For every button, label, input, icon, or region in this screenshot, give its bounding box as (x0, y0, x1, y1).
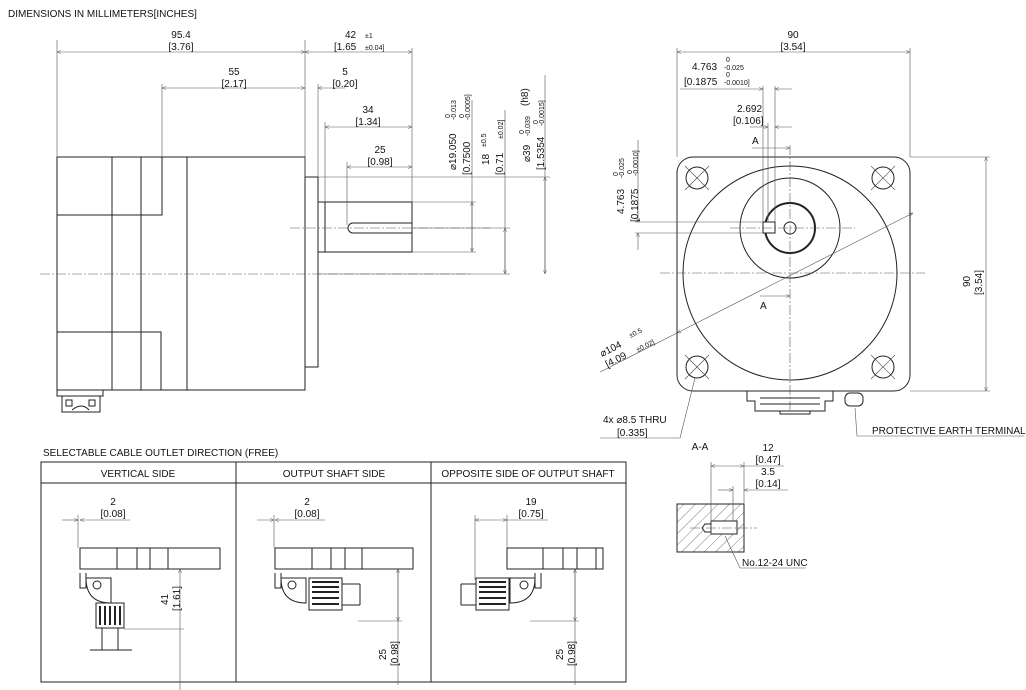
dim-overall-length-in: [3.76] (168, 42, 193, 53)
fit-class: (h8) (520, 88, 531, 106)
dim-bolt-circle: ⌀104 ±0.5 [4.09 ±0.02] (598, 327, 656, 370)
dim-depth-in: [0.47] (755, 455, 780, 466)
dim-text: 25 (378, 648, 389, 660)
dim-offset-in: [0.08] (100, 509, 125, 520)
tolerance: ±1 (365, 33, 373, 40)
dim-counterbore: 3.5 (761, 467, 775, 478)
dim-key-height: 4.763 0 -0.025 [0.1875 0 -0.0010] (613, 150, 641, 222)
dim-key-length-in: [0.98] (367, 157, 392, 168)
tolerance: ±0.5 (628, 327, 643, 339)
dim-drop: 25 [0.98] (555, 641, 578, 666)
mounting-holes (684, 165, 896, 380)
dim-width-in: [3.54] (780, 42, 805, 53)
tolerance: -0.0010] (724, 80, 750, 87)
tolerance: -0.0005] (465, 94, 472, 120)
dim-shaft-length-in: [1.65 (334, 42, 357, 53)
dim-height: 90 [3.54] (962, 270, 985, 295)
dim-key-width: 4.763 (692, 62, 717, 73)
cable-output-shaft-side-drawing: 2 [0.08] 25 [0.98] (257, 497, 414, 685)
dim-offset: 19 (525, 497, 537, 508)
dim-depth: 12 (762, 443, 774, 454)
tolerance: -0.025 (619, 158, 626, 178)
drawing-title: DIMENSIONS IN MILLIMETERS[INCHES] (8, 9, 197, 20)
dim-flange-in: [0.20] (332, 79, 357, 90)
column-header: VERTICAL SIDE (101, 469, 176, 480)
dim-text-in: [1.5354 (536, 136, 547, 170)
tolerance: 0 (519, 130, 526, 134)
dim-text-in: [1.61] (172, 586, 183, 611)
tolerance: -0.013 (451, 100, 458, 120)
connector-side (56, 389, 104, 413)
holes-note: 4x ⌀8.5 THRU (603, 415, 667, 426)
tolerance: -0.0010] (633, 150, 640, 176)
dim-text: 4.763 (616, 189, 627, 214)
dim-text: ⌀19.050 (448, 133, 459, 170)
tolerance: 0 (627, 170, 634, 174)
dim-text-in: [0.98] (567, 641, 578, 666)
tolerance: ±0.02] (498, 120, 505, 139)
dim-shaft-usable: 34 (362, 105, 374, 116)
dim-text-in: [0.1875 (630, 188, 641, 222)
dim-offset: 2 (110, 497, 116, 508)
dim-shaft-offset: 18 ±0.5 [0.71 ±0.02] (481, 120, 506, 175)
holes-note-in: [0.335] (617, 428, 648, 439)
tolerance: 0 (613, 172, 620, 176)
cable-opposite-side-drawing: 19 [0.75] 25 [0.98] (460, 497, 604, 685)
dim-key-depth: 2.692 (737, 104, 762, 115)
dim-offset-in: [0.08] (294, 509, 319, 520)
section-a-a: A-A 12 [0.47] 3.5 [0.14] No.12-24 UNC (676, 442, 808, 569)
dim-drop: 25 [0.98] (378, 641, 401, 666)
dim-shaft-diameter: ⌀19.050 0 -0.013 [0.7500 0 -0.0005] (445, 94, 473, 175)
cable-outlet-table: SELECTABLE CABLE OUTLET DIRECTION (FREE)… (40, 448, 627, 690)
tolerance: ±0.5 (481, 133, 488, 147)
tolerance: 0 (726, 57, 730, 64)
earth-terminal-note: PROTECTIVE EARTH TERMINAL M4 (872, 426, 1026, 437)
column-header: OPPOSITE SIDE OF OUTPUT SHAFT (441, 469, 614, 480)
dim-counterbore-in: [0.14] (755, 479, 780, 490)
section-mark-bottom: A (760, 301, 767, 312)
dim-width: 90 (787, 30, 799, 41)
front-view: 90 [3.54] 4.763 0 -0.025 [0.1875 0 -0.00… (598, 30, 1026, 439)
tolerance: -0.025 (724, 65, 744, 72)
dim-text-in: [0.71 (495, 152, 506, 175)
dim-shaft-usable-in: [1.34] (355, 117, 380, 128)
dim-key-length: 25 (374, 145, 386, 156)
dim-overall-length: 95.4 (171, 30, 191, 41)
dim-text: ⌀39 (522, 144, 533, 162)
dim-text-in: [3.54] (974, 270, 985, 295)
dim-key-width-in: [0.1875 (684, 77, 718, 88)
dim-offset-in: [0.75] (518, 509, 543, 520)
cable-vertical-side-drawing: 2 [0.08] 41 [1.61] (62, 497, 221, 690)
dim-gearbox-length-in: [2.17] (221, 79, 246, 90)
dim-pilot-diameter: ⌀39 0 -0.039 (h8) [1.5354 0 -0.0015] (519, 88, 547, 170)
dim-text-in: [0.7500 (462, 141, 473, 175)
tolerance: 0 (459, 114, 466, 118)
dim-drop: 41 [1.61] (160, 586, 183, 611)
dim-text-in: [0.98] (390, 641, 401, 666)
tolerance: 0 (445, 114, 452, 118)
dim-offset: 2 (304, 497, 310, 508)
dim-text: 90 (962, 275, 973, 287)
dim-text: 25 (555, 648, 566, 660)
dim-text: 18 (481, 153, 492, 165)
connector-front (746, 391, 864, 415)
dim-key-depth-in: [0.106] (733, 116, 764, 127)
dim-gearbox-length: 55 (228, 67, 240, 78)
tolerance: ±0.04] (365, 45, 384, 52)
dim-flange: 5 (342, 67, 348, 78)
side-view: 95.4 [3.76] 42 ±1 [1.65 ±0.04] 55 [2.17]… (40, 30, 550, 413)
tolerance: -0.039 (525, 116, 532, 136)
thread-note: No.12-24 UNC (742, 558, 808, 569)
tolerance: -0.0015] (539, 100, 546, 126)
dim-shaft-length: 42 (345, 30, 357, 41)
dim-text: 41 (160, 593, 171, 605)
tolerance: 0 (533, 120, 540, 124)
tolerance: ±0.02] (635, 339, 656, 354)
section-mark-top: A (752, 136, 759, 147)
table-title: SELECTABLE CABLE OUTLET DIRECTION (FREE) (43, 448, 278, 459)
tolerance: 0 (726, 72, 730, 79)
column-header: OUTPUT SHAFT SIDE (283, 469, 386, 480)
section-label: A-A (692, 442, 709, 453)
